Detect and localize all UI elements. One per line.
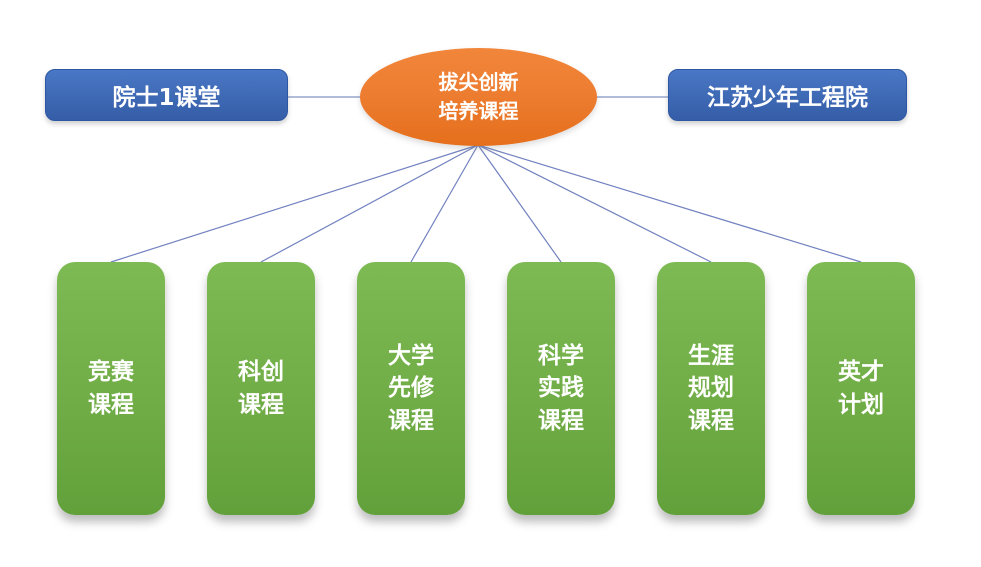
root-node-label: 拔尖创新 培养课程	[438, 70, 519, 123]
right-node: 江苏少年工程院	[668, 69, 907, 121]
course-node-tech-innovation: 科创 课程	[207, 262, 315, 515]
course-node-science-practice: 科学 实践 课程	[507, 262, 615, 515]
left-node-label: 院士1课堂	[112, 85, 221, 111]
course-node-label: 科学 实践 课程	[538, 343, 584, 434]
course-node-label: 科创 课程	[238, 359, 284, 418]
right-node-label: 江苏少年工程院	[707, 85, 868, 111]
course-node-talent-program: 英才 计划	[807, 262, 915, 515]
course-node-competition: 竞赛 课程	[57, 262, 165, 515]
course-node-label: 生涯 规划 课程	[688, 343, 734, 434]
root-node: 拔尖创新 培养课程	[360, 48, 597, 146]
left-node: 院士1课堂	[45, 69, 288, 121]
course-node-university-prep: 大学 先修 课程	[357, 262, 465, 515]
course-node-label: 英才 计划	[838, 359, 884, 418]
course-node-label: 大学 先修 课程	[388, 343, 434, 434]
course-node-career-planning: 生涯 规划 课程	[657, 262, 765, 515]
course-node-label: 竞赛 课程	[88, 359, 134, 418]
